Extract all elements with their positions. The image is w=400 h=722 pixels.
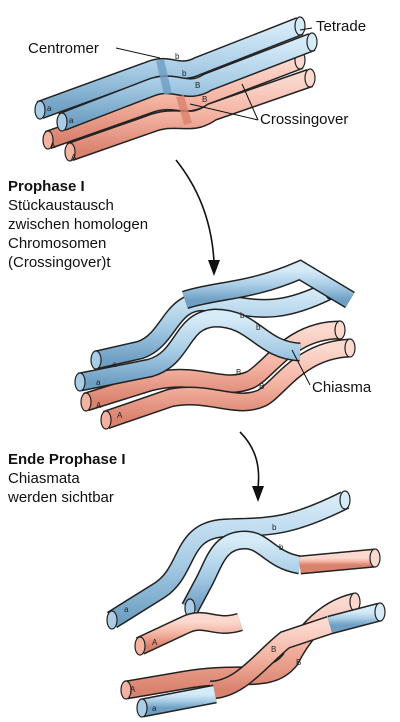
blue-bottom-2 bbox=[137, 694, 215, 717]
allele-a-5: a bbox=[124, 605, 129, 614]
allele-a-4: a bbox=[96, 378, 101, 387]
stage2-heading: Ende Prophase I bbox=[8, 451, 126, 468]
stage1-line-2: zwischen homologen bbox=[8, 216, 148, 233]
stage2-chiasma: a a A A b b B B Chiasma bbox=[75, 270, 372, 429]
arrow-2 bbox=[240, 432, 264, 502]
stage1-caption: Prophase I Stückaustausch zwischen homol… bbox=[8, 178, 148, 271]
allele-B-5: B bbox=[271, 645, 276, 654]
allele-b-4: b bbox=[256, 323, 261, 332]
allele-b-1: b bbox=[175, 52, 180, 61]
allele-A-2: A bbox=[71, 153, 77, 162]
stage2-caption: Ende Prophase I Chiasmata werden sichtba… bbox=[7, 451, 126, 506]
allele-B-1: B bbox=[195, 81, 200, 90]
allele-A-5: A bbox=[152, 638, 158, 647]
allele-a-3: a bbox=[112, 360, 117, 369]
label-chiasma: Chiasma bbox=[312, 379, 372, 396]
allele-A-4: A bbox=[117, 411, 123, 420]
allele-b-2: b bbox=[182, 69, 187, 78]
allele-a-2: a bbox=[69, 116, 74, 125]
stage2-line-2: werden sichtbar bbox=[7, 489, 114, 506]
label-crossingover: Crossingover bbox=[260, 111, 348, 128]
allele-B-4: B bbox=[259, 382, 264, 391]
allele-b-6: b bbox=[279, 543, 284, 552]
label-centromer: Centromer bbox=[28, 40, 99, 57]
arrow-1 bbox=[176, 160, 220, 276]
allele-A-1: A bbox=[50, 141, 56, 150]
leader-centromer bbox=[116, 48, 160, 58]
allele-A-3: A bbox=[96, 401, 102, 410]
stage2-line-1: Chiasmata bbox=[8, 470, 80, 487]
allele-B-3: B bbox=[236, 368, 241, 377]
allele-b-5: b bbox=[272, 523, 277, 532]
red-bottom-1 bbox=[135, 621, 240, 655]
allele-a-1: a bbox=[47, 104, 52, 113]
stage1-line-1: Stückaustausch bbox=[8, 197, 114, 214]
allele-B-2: B bbox=[202, 95, 207, 104]
blue-strand-3 bbox=[185, 270, 350, 300]
stage1-line-3: Chromosomen bbox=[8, 235, 106, 252]
label-tetrade: Tetrade bbox=[316, 18, 366, 35]
stage1-tetrad: a a A A b b B B Tetrade Centromer Crossi… bbox=[28, 17, 366, 162]
allele-B-6: B bbox=[296, 658, 301, 667]
stage1-line-4: (Crossingover)t bbox=[8, 254, 111, 271]
stage1-heading: Prophase I bbox=[8, 178, 85, 195]
allele-a-6: a bbox=[152, 704, 157, 713]
allele-A-6: A bbox=[130, 685, 136, 694]
red-top-piece bbox=[300, 549, 380, 567]
stage3-separated: a A A a b b B B bbox=[107, 491, 385, 717]
allele-b-3: b bbox=[240, 311, 245, 320]
